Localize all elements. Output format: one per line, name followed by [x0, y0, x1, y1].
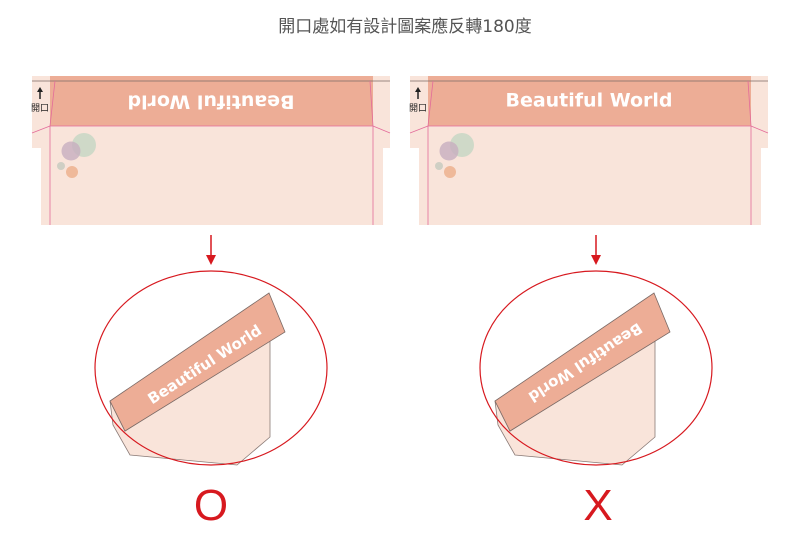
diagram-title: 開口處如有設計圖案應反轉180度 — [278, 16, 531, 37]
opening-label: 開口 — [409, 103, 427, 114]
panel-incorrect: 開口 Beautiful World Beautiful World X — [409, 76, 769, 530]
opening-band — [50, 76, 373, 126]
band-text: Beautiful World — [505, 90, 672, 112]
opening-arrow-icon — [415, 87, 421, 99]
opening-band — [428, 76, 751, 126]
down-arrow-icon — [591, 235, 601, 265]
opening-arrow-icon — [37, 87, 43, 99]
down-arrow-icon — [206, 235, 216, 265]
opening-label: 開口 — [31, 103, 49, 114]
flat-envelope-layout: 開口 Beautiful World — [31, 76, 391, 225]
zoom-circle — [94, 270, 328, 466]
folded-view: Beautiful World — [94, 270, 328, 466]
band-text: Beautiful World — [127, 91, 294, 113]
decor-circles — [57, 133, 96, 178]
zoom-circle — [479, 270, 713, 466]
flat-envelope-layout: 開口 Beautiful World — [409, 76, 769, 225]
decor-circles — [435, 133, 474, 178]
folded-view: Beautiful World — [479, 270, 713, 466]
result-mark-incorrect: X — [583, 481, 612, 530]
result-mark-correct: O — [194, 481, 228, 530]
panel-correct: 開口 Beautiful World Beautiful World O — [31, 76, 391, 530]
